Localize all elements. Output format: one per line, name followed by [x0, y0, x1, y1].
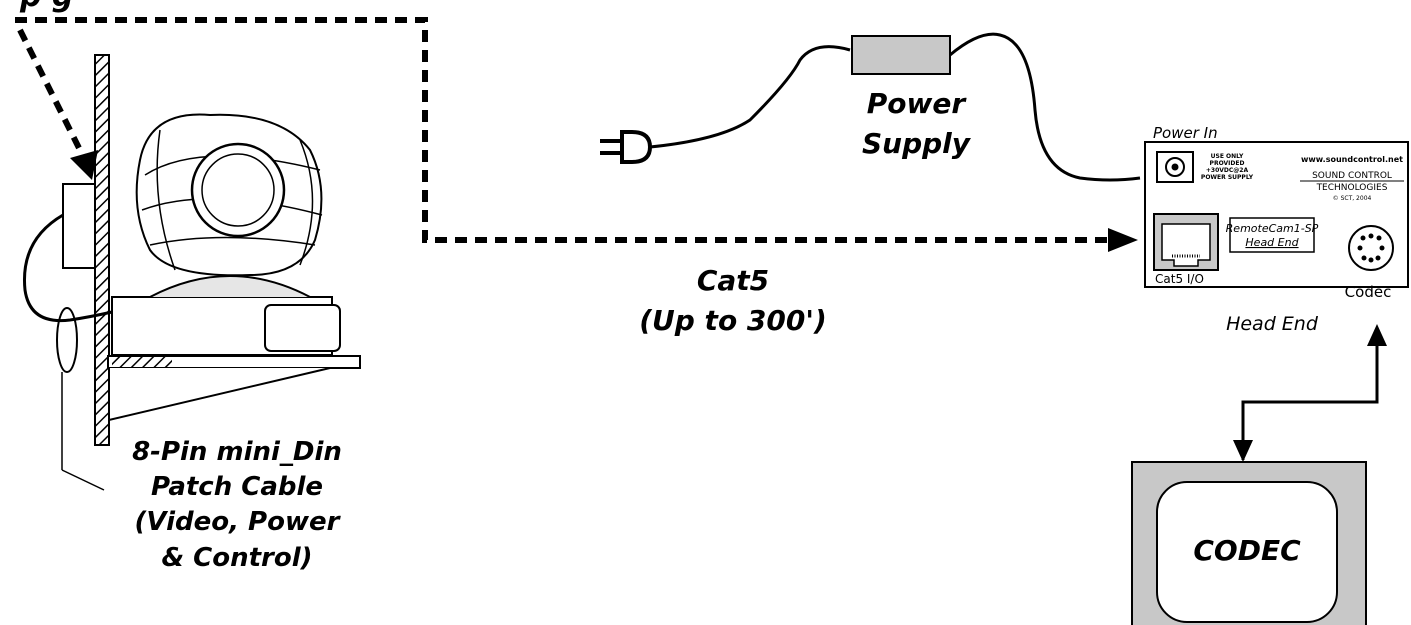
- svg-text:Cat5: Cat5: [697, 264, 769, 297]
- svg-text:© SCT, 2004: © SCT, 2004: [1333, 195, 1372, 202]
- power-plug-icon: [600, 130, 653, 164]
- svg-text:+30VDC@2A: +30VDC@2A: [1206, 167, 1249, 174]
- patch-cable-loop: [22, 213, 113, 323]
- camera-arrowhead-icon: [70, 150, 98, 180]
- codec-port-label: Codec: [1345, 283, 1392, 301]
- power-supply-label-1: Power: [867, 87, 968, 120]
- camera-head: [135, 113, 323, 277]
- top-label-fragment: p g: [19, 0, 73, 14]
- power-in-label: Power In: [1153, 124, 1218, 142]
- head-end-unit: Power In USE ONLY PROVIDED +30VDC@2A POW…: [1144, 124, 1409, 335]
- patch-cable-label: 8-Pin mini_Din Patch Cable (Video, Power…: [132, 437, 342, 573]
- shelf-bracket: [108, 367, 331, 422]
- cable-highlight-ellipse: [56, 307, 78, 373]
- down-arrow-icon: [1233, 440, 1253, 462]
- svg-text:& Control): & Control): [161, 543, 312, 573]
- power-supply-brick: [851, 35, 951, 75]
- svg-text:Patch Cable: Patch Cable: [151, 472, 323, 502]
- wall-plate: [94, 54, 110, 446]
- cat5-dashed-cable: [15, 17, 1138, 252]
- head-end-caption: Head End: [1226, 313, 1319, 335]
- codec-device: CODEC: [1131, 461, 1367, 625]
- rj45-port-icon: [1153, 213, 1219, 271]
- ptz-camera: [22, 54, 361, 491]
- power-supply-assembly: Power Supply: [600, 32, 1141, 182]
- brand-block: www.soundcontrol.net SOUND CONTROL TECHN…: [1300, 155, 1404, 202]
- svg-text:(Up to 300'): (Up to 300'): [639, 304, 827, 337]
- power-supply-label-2: Supply: [862, 127, 972, 160]
- mini-din-port-icon: [1348, 225, 1394, 271]
- svg-text:TECHNOLOGIES: TECHNOLOGIES: [1316, 183, 1388, 193]
- cat5-io-label: Cat5 I/O: [1155, 272, 1204, 286]
- model-label-box: [1229, 217, 1315, 253]
- svg-text:www.soundcontrol.net: www.soundcontrol.net: [1301, 155, 1403, 164]
- model-subtitle: Head End: [1245, 236, 1299, 249]
- codec-label: CODEC: [1193, 534, 1301, 567]
- wall-junction-box: [62, 183, 96, 269]
- cat5-arrowhead-icon: [1108, 228, 1138, 252]
- cat5-label: Cat5 (Up to 300'): [639, 264, 827, 337]
- svg-text:POWER SUPPLY: POWER SUPPLY: [1201, 174, 1254, 181]
- codec-connection-cable: [1233, 324, 1387, 462]
- codec-screen: [1156, 481, 1338, 623]
- svg-text:PROVIDED: PROVIDED: [1210, 160, 1245, 167]
- model-name: RemoteCam1-SP: [1226, 222, 1319, 235]
- up-arrow-icon: [1367, 324, 1387, 346]
- svg-text:(Video, Power: (Video, Power: [135, 507, 342, 537]
- power-warning-text: USE ONLY PROVIDED +30VDC@2A POWER SUPPLY: [1201, 153, 1254, 181]
- svg-text:8-Pin mini_Din: 8-Pin mini_Din: [132, 437, 342, 467]
- svg-text:USE ONLY: USE ONLY: [1211, 153, 1244, 160]
- svg-text:SOUND CONTROL: SOUND CONTROL: [1312, 171, 1392, 181]
